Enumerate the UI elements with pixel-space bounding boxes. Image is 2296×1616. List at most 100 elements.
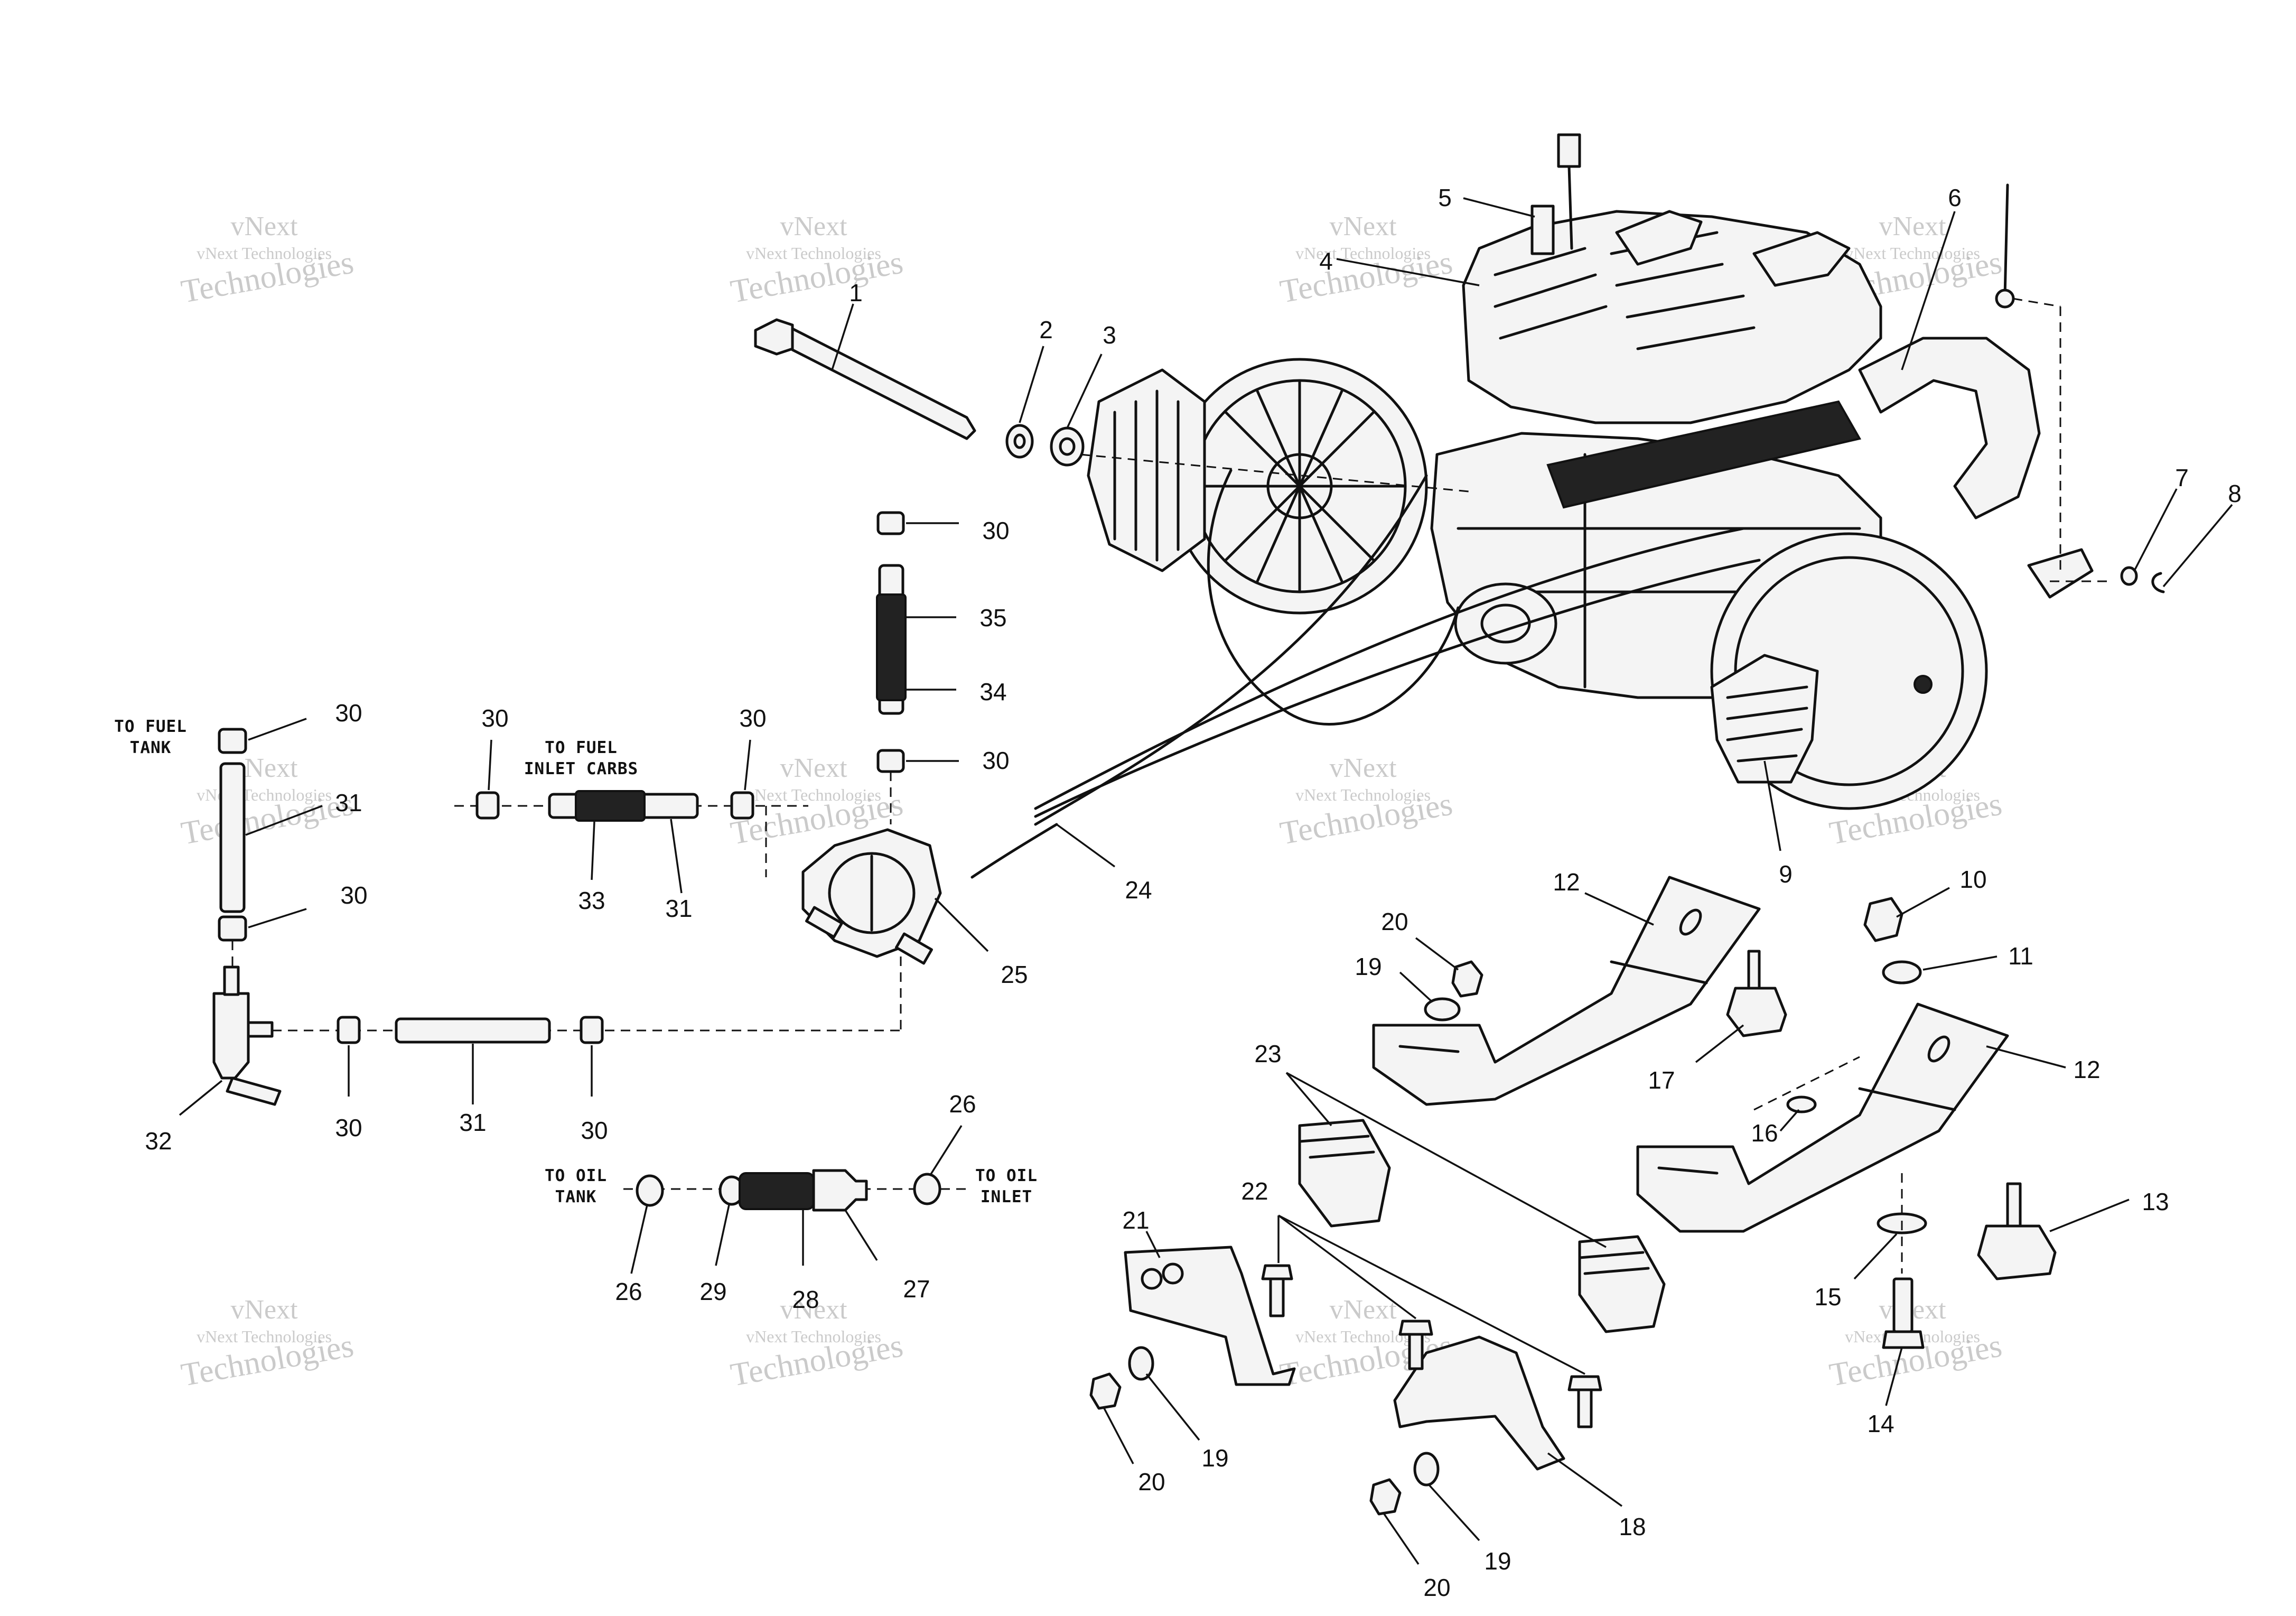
snubber-23-upper-top — [1298, 1135, 1375, 1159]
bracket-21-hole-a — [1141, 1268, 1163, 1290]
watermark-line1: vNext — [230, 211, 298, 242]
washer-3-hole — [1059, 437, 1076, 456]
exhaust-sleeve — [1546, 400, 1862, 509]
mount-hardware — [1089, 876, 2057, 1516]
washer-3 — [1050, 426, 1085, 467]
clutch-spider-fins — [1113, 389, 1180, 562]
callout-10: 10 — [1959, 866, 1986, 893]
leader-20-left — [1103, 1408, 1134, 1464]
callout-30-g: 30 — [335, 1114, 362, 1141]
leader-32 — [179, 1080, 223, 1116]
callout-31-b: 31 — [665, 895, 692, 922]
watermark-line2: vNext Technologies — [746, 244, 881, 263]
watermark-line2: vNext Technologies — [1295, 785, 1431, 804]
callout-2: 2 — [1039, 316, 1053, 343]
watermark-line1: vNext — [780, 1295, 847, 1325]
leader-13 — [2049, 1199, 2130, 1232]
mount-plate-12-upper — [1372, 876, 1761, 1106]
callout-32: 32 — [145, 1127, 172, 1155]
flywheel-cover-rim — [1734, 556, 1964, 786]
exhaust-pipe — [1858, 337, 2041, 519]
notes: TO FUEL TANK TO FUEL INLET CARBS TO OIL … — [114, 717, 1038, 1206]
leader-23-b — [1286, 1072, 1607, 1248]
callout-13: 13 — [2142, 1188, 2169, 1215]
leader-10 — [1896, 887, 1950, 918]
drive-clutch-spokes — [1192, 379, 1407, 593]
flywheel-cover-hub — [1914, 675, 1933, 694]
bracket-21-hole-b — [1162, 1262, 1184, 1285]
callout-19-left: 19 — [1201, 1444, 1228, 1472]
leader-23-a — [1285, 1072, 1332, 1127]
callout-12-upper: 12 — [1553, 868, 1580, 896]
watermark: vNext vNext Technologies Technologies — [728, 211, 906, 310]
leader-22-c — [1278, 1214, 1585, 1375]
callout-18: 18 — [1619, 1513, 1646, 1540]
slot-12-lower — [1927, 1035, 1950, 1063]
exhaust-rod-axis — [2012, 298, 2061, 308]
valve-nipple-side — [247, 1021, 274, 1038]
callout-30-e: 30 — [481, 704, 508, 732]
callout-22: 22 — [1241, 1177, 1268, 1205]
leader-19-upper — [1399, 971, 1433, 1002]
callout-26-left: 26 — [615, 1278, 642, 1305]
watermark-line1: vNext — [1329, 753, 1397, 783]
isolator-13-stud — [2006, 1182, 2022, 1228]
callout-3: 3 — [1103, 321, 1116, 349]
note-to-oil-inlet-line1: TO OIL — [975, 1166, 1038, 1185]
nut-10 — [1863, 897, 1903, 942]
leader-30-e — [488, 739, 492, 791]
washer-2 — [1005, 424, 1034, 459]
callout-24: 24 — [1125, 876, 1152, 904]
callout-25: 25 — [1001, 961, 1028, 988]
intake-boot — [1710, 654, 1819, 784]
callout-21: 21 — [1122, 1206, 1149, 1234]
sensor-wire — [1567, 165, 1573, 250]
washer-7 — [2120, 566, 2138, 586]
washer-19-bottom — [1413, 1452, 1440, 1487]
watermark-line2: vNext Technologies — [197, 1327, 332, 1346]
fuel-pump-nozzle-left — [805, 906, 843, 939]
watermark-line2: vNext Technologies — [1845, 244, 1980, 263]
clamp-30-tank-bottom — [218, 915, 247, 942]
head-cap-left — [1615, 210, 1703, 266]
nut-20-bottom — [1369, 1478, 1402, 1516]
callout-26-right: 26 — [949, 1090, 976, 1118]
head-cap-right — [1752, 231, 1851, 287]
mount-plate-12-upper-detail — [1398, 960, 1708, 1053]
washer-19-left — [1128, 1346, 1154, 1381]
crank-bolt-group — [754, 318, 2165, 593]
mount-plate-12-lower-detail — [1657, 1087, 1956, 1175]
callout-4: 4 — [1319, 247, 1333, 275]
bolt-22-b-head — [1398, 1320, 1433, 1336]
leader-30-c — [248, 718, 307, 741]
bracket-18 — [1393, 1335, 1565, 1471]
leader-26-left — [630, 1204, 648, 1274]
bolt-22-b — [1408, 1330, 1424, 1370]
crank-axis — [1080, 453, 1469, 493]
slot-12-upper — [1679, 908, 1702, 936]
leader-20-upper — [1415, 937, 1459, 971]
callout-30-h: 30 — [581, 1117, 608, 1144]
callout-31-a: 31 — [335, 789, 362, 816]
leader-27 — [844, 1210, 878, 1261]
exhaust-rod — [2003, 183, 2009, 298]
clamp-30-lower-right — [580, 1016, 604, 1044]
note-to-fuel-inlet-carbs-line1: TO FUEL — [545, 738, 618, 757]
snubber-23-lower-top — [1578, 1251, 1650, 1275]
callout-9: 9 — [1779, 860, 1793, 888]
leader-17 — [1695, 1024, 1744, 1063]
shutoff-valve-32 — [212, 992, 250, 1080]
leader-19-left — [1145, 1373, 1200, 1441]
hose-31-tank — [219, 762, 246, 913]
leader-33 — [591, 821, 595, 880]
washer-19-upper — [1424, 997, 1461, 1021]
hose-31-lower — [395, 1017, 551, 1044]
hose-28 — [739, 1172, 815, 1210]
leader-8 — [2162, 504, 2233, 588]
leader-5 — [1463, 197, 1535, 218]
watermark-line1: vNext — [1879, 211, 1946, 242]
isolator-13 — [1977, 1224, 2057, 1280]
note-to-oil-inlet-line2: INLET — [981, 1187, 1032, 1206]
washer-16 — [1786, 1095, 1817, 1113]
exhaust-rod-eye — [1995, 289, 2015, 309]
